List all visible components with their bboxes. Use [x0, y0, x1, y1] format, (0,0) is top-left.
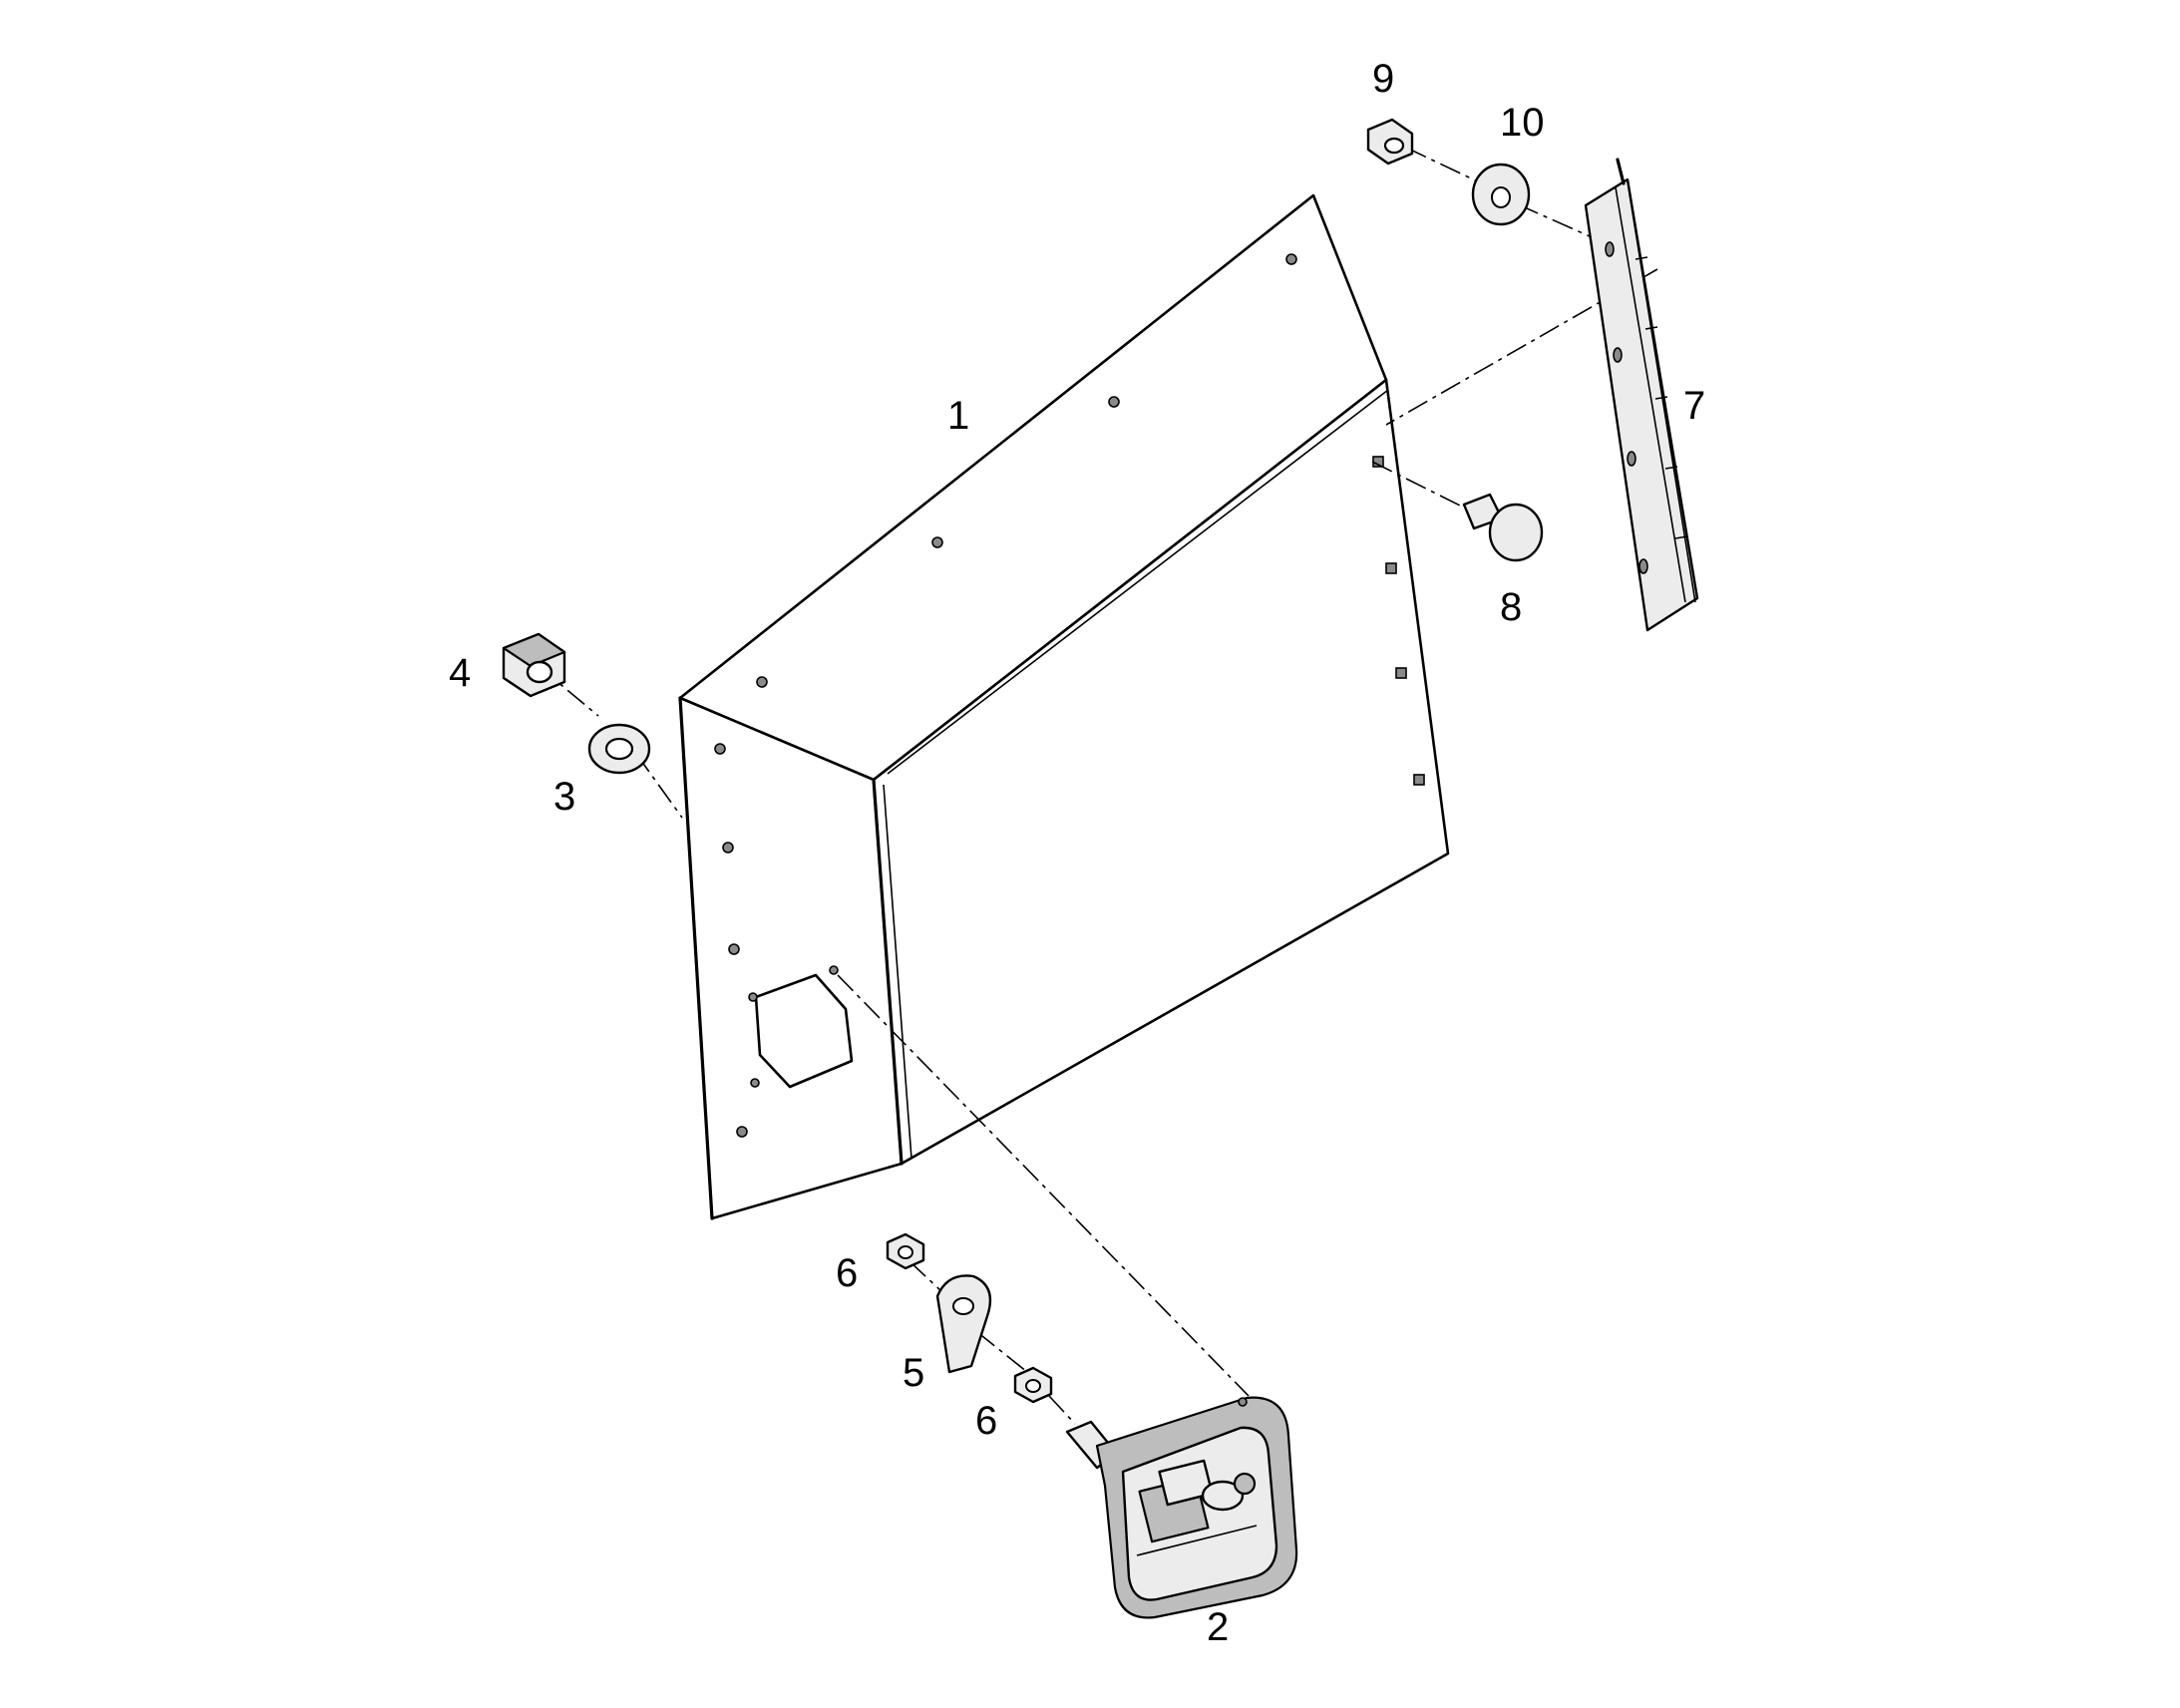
callout-6-upper: 6: [836, 1251, 858, 1295]
hex-nut-small: [1366, 118, 1414, 166]
callout-8: 8: [1500, 585, 1522, 629]
callout-2: 2: [1207, 1605, 1229, 1649]
hex-nut-large: [502, 632, 566, 698]
callout-4: 4: [449, 651, 471, 695]
callout-3: 3: [553, 775, 575, 819]
callouts: 1 2 3 4 5 6 6 7 8 9 10: [449, 57, 1705, 1649]
callout-6-lower: 6: [975, 1399, 997, 1443]
callout-9: 9: [1372, 57, 1394, 101]
cam-bracket: [935, 1274, 992, 1374]
door-panel: [678, 193, 1450, 1220]
callout-10: 10: [1500, 101, 1545, 145]
flat-washer: [587, 723, 651, 775]
carriage-bolt: [1462, 493, 1544, 562]
hex-nut-upper: [886, 1232, 925, 1270]
paddle-latch: [1065, 1396, 1298, 1619]
piano-hinge: [1584, 158, 1699, 632]
callout-1: 1: [947, 394, 969, 438]
callout-7: 7: [1683, 384, 1705, 428]
washer-small: [1471, 163, 1531, 226]
hex-nut-lower: [1013, 1366, 1053, 1404]
callout-5: 5: [903, 1351, 924, 1395]
